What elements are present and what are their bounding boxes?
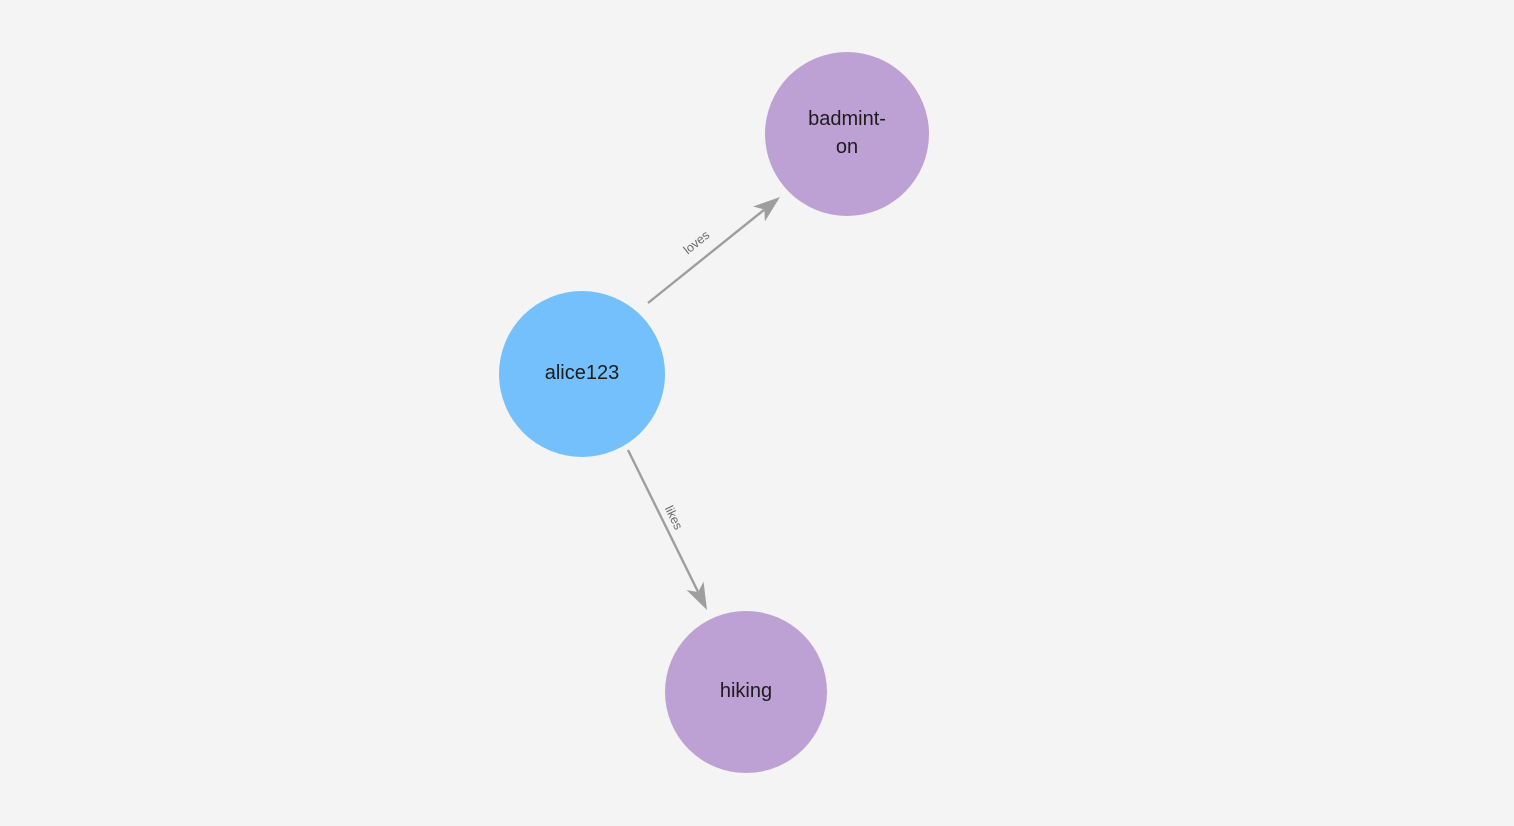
node-circle-alice123[interactable]	[499, 291, 665, 457]
arrowhead-likes	[686, 581, 707, 610]
graph-node-hiking[interactable]: hiking	[665, 611, 827, 773]
edge-label-loves: loves	[681, 228, 712, 257]
graph-node-badminton[interactable]: badmint-on	[765, 52, 929, 216]
edge-alice123-loves-badminton[interactable]: loves	[647, 197, 780, 304]
nodes-layer: alice123 badmint-on hiking	[499, 52, 929, 773]
edge-alice123-likes-hiking[interactable]: likes	[626, 449, 707, 610]
graph-node-alice123[interactable]: alice123	[499, 291, 665, 457]
arrowhead-loves	[752, 197, 780, 222]
edge-line-loves[interactable]	[647, 208, 765, 304]
node-circle-hiking[interactable]	[665, 611, 827, 773]
edge-line-likes[interactable]	[626, 449, 700, 593]
node-circle-badminton[interactable]	[765, 52, 929, 216]
